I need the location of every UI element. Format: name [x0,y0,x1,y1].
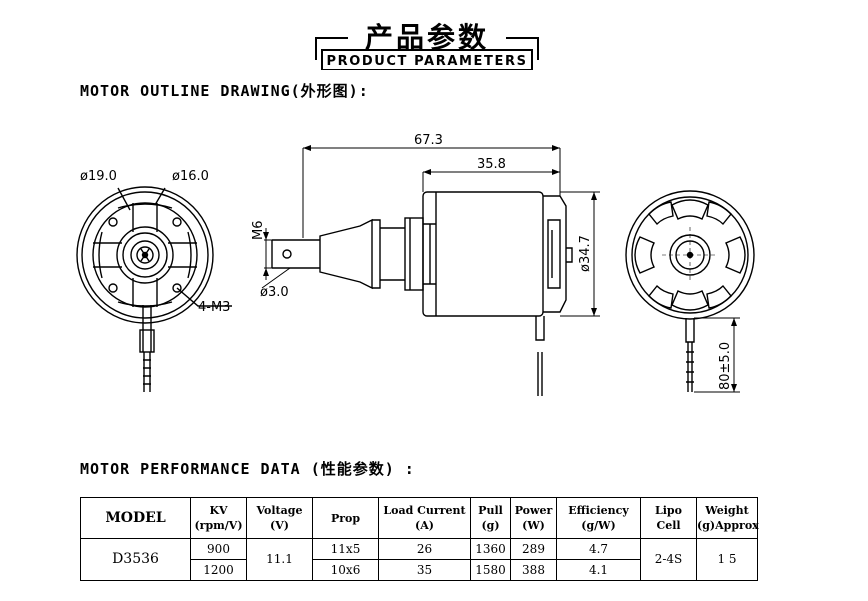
dim-length-body: 35.8 [477,157,506,172]
cell-voltage: 11.1 [246,538,313,581]
header-prop: Prop [312,497,379,539]
cell-kv: 1200 [190,559,247,581]
header-voltage: Voltage(V) [246,497,313,539]
table-row: D3536 900 11.1 11x5 26 1360 289 4.7 2-4S… [80,538,758,581]
dim-body-diameter: ø34.7 [578,235,593,272]
cell-efficiency: 4.7 [556,538,641,560]
cell-lipo: 2-4S [640,538,697,581]
header-title-cn: 产品参数 [364,21,489,54]
dim-shaft-diameter: ø3.0 [260,285,289,300]
table-row: 1200 10x6 35 1580 388 4.1 [81,559,758,581]
cell-weight: 1 5 [696,538,758,581]
header-title-en: PRODUCT PARAMETERS [324,54,530,69]
dim-diameter-19: ø19.0 [80,169,117,184]
header-efficiency: Efficiency(g/W) [556,497,641,539]
cell-pull: 1580 [470,559,511,581]
header-load-current: Load Current(A) [378,497,471,539]
performance-section-title: MOTOR PERFORMANCE DATA (性能参数) : [80,460,415,478]
table-header-row: MODEL KV(rpm/V) Voltage(V) Prop Load Cur… [80,497,759,539]
cell-load: 26 [378,538,471,560]
cell-load: 35 [378,559,471,581]
header-weight: Weight(g)Approx [696,497,759,539]
dim-length-total: 67.3 [414,133,443,148]
front-view [76,186,232,392]
cell-efficiency: 4.1 [556,559,641,581]
header-pull: Pull(g) [470,497,511,539]
cell-model: D3536 [80,538,191,581]
header-power: Power(W) [510,497,557,539]
dim-mount-holes: 4-M3 [198,300,230,315]
outline-section-title: MOTOR OUTLINE DRAWING(外形图): [80,82,369,100]
cell-power: 289 [510,538,557,560]
dim-shaft-thread: M6 [251,221,266,241]
cell-prop: 10x6 [312,559,379,581]
rear-view [625,190,755,393]
cell-prop: 11x5 [312,538,379,560]
cell-kv: 900 [190,538,247,560]
dim-lead-length: 80±5.0 [718,342,733,390]
side-view [261,145,600,396]
header-banner: 产品参数 PRODUCT PARAMETERS [314,14,540,70]
header-kv: KV(rpm/V) [190,497,247,539]
cell-power: 388 [510,559,557,581]
cell-pull: 1360 [470,538,511,560]
performance-table: MODEL KV(rpm/V) Voltage(V) Prop Load Cur… [80,497,759,581]
dim-diameter-16: ø16.0 [172,169,209,184]
motor-outline-drawing: ø19.0 ø16.0 4-M3 67.3 35.8 M6 ø3.0 ø34.7… [76,133,755,396]
header-model: MODEL [80,497,191,539]
